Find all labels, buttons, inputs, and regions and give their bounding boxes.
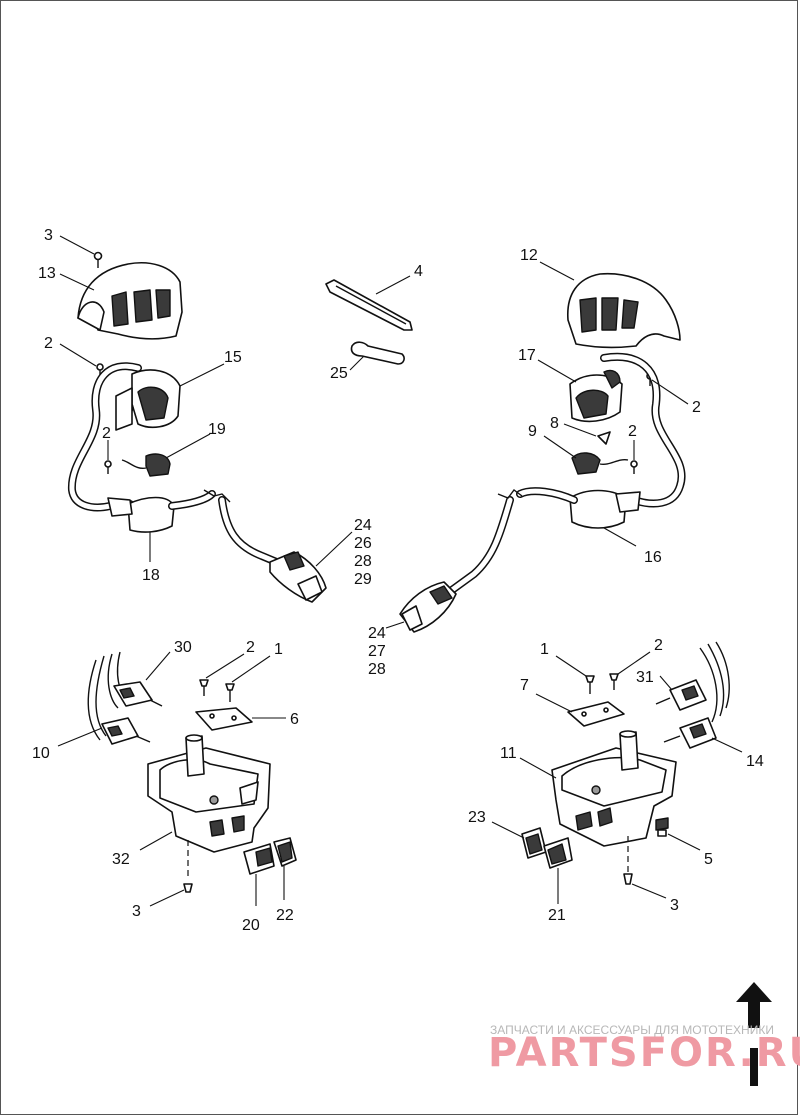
callout-2: 2: [246, 639, 255, 656]
callout-20: 20: [242, 917, 260, 934]
callout-1: 1: [540, 641, 549, 658]
callout-3: 3: [44, 227, 53, 244]
right-switch-housing-upper: [399, 272, 686, 633]
right-switch-housing-lower: [521, 641, 730, 885]
callout-1: 1: [274, 641, 283, 658]
callout-24: 24: [368, 625, 386, 642]
watermark-logo: PARTSFOR.RU: [488, 1030, 800, 1076]
callout-14: 14: [746, 753, 764, 770]
callout-2: 2: [44, 335, 53, 352]
callout-21: 21: [548, 907, 566, 924]
callout-15: 15: [224, 349, 242, 366]
callout-31: 31: [636, 669, 654, 686]
callout-26: 26: [354, 535, 372, 552]
callout-10: 10: [32, 745, 50, 762]
up-arrow-icon: [736, 982, 772, 1086]
callout-2: 2: [102, 425, 111, 442]
callout-2: 2: [692, 399, 701, 416]
leader-lines: [57, 235, 743, 907]
callout-4: 4: [414, 263, 423, 280]
callout-11: 11: [500, 745, 517, 762]
callout-13: 13: [38, 265, 56, 282]
left-switch-housing-lower: [87, 651, 297, 893]
callout-labels: 3 13 2 15 2 19 18 24 26 28 29 4 25 12 17…: [32, 227, 764, 934]
callout-23: 23: [468, 809, 486, 826]
left-switch-housing-upper: [67, 251, 327, 603]
callout-6: 6: [290, 711, 299, 728]
callout-8: 8: [550, 415, 559, 432]
callout-30: 30: [174, 639, 192, 656]
watermark-caption: ЗАПЧАСТИ И АКСЕССУАРЫ ДЛЯ МОТОТЕХНИКИ: [490, 1023, 774, 1037]
callout-9: 9: [528, 423, 537, 440]
callout-25: 25: [330, 365, 348, 382]
callout-17: 17: [518, 347, 536, 364]
callout-12: 12: [520, 247, 538, 264]
callout-18: 18: [142, 567, 160, 584]
callout-7: 7: [520, 677, 529, 694]
callout-28: 28: [368, 661, 386, 678]
callout-27: 27: [368, 643, 386, 660]
cable-strap-and-sleeve: [325, 279, 413, 365]
callout-3: 3: [132, 903, 141, 920]
watermark: ЗАПЧАСТИ И АКСЕССУАРЫ ДЛЯ МОТОТЕХНИКИ PA…: [488, 1023, 800, 1076]
callout-2: 2: [654, 637, 663, 654]
callout-5: 5: [704, 851, 713, 868]
callout-16: 16: [644, 549, 662, 566]
callout-22: 22: [276, 907, 294, 924]
callout-3: 3: [670, 897, 679, 914]
callout-24: 24: [354, 517, 372, 534]
callout-19: 19: [208, 421, 226, 438]
callout-2: 2: [628, 423, 637, 440]
callout-28: 28: [354, 553, 372, 570]
callout-29: 29: [354, 571, 372, 588]
callout-32: 32: [112, 851, 130, 868]
